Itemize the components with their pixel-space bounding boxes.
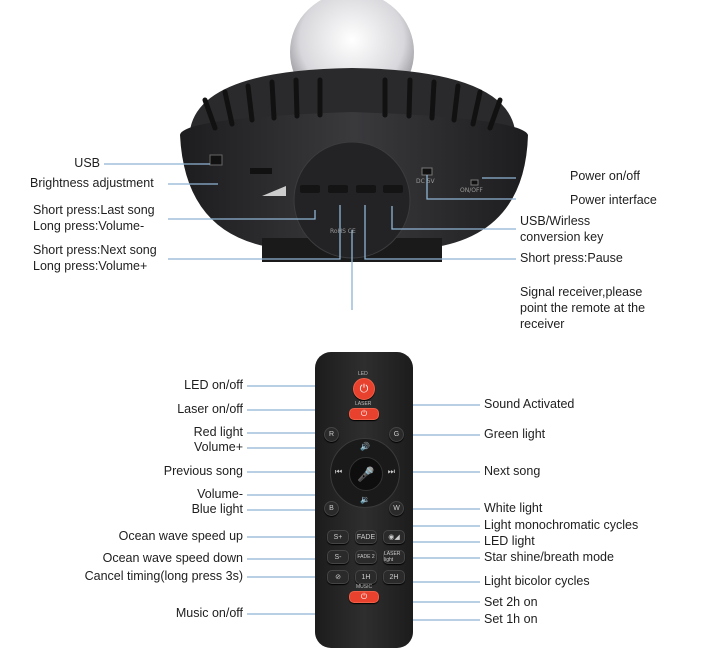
volume-down-button[interactable]: 🔉 [360, 495, 370, 504]
led-light-button[interactable]: ◉◢ [383, 530, 405, 544]
label-signal-2: point the remote at the [520, 301, 646, 315]
previous-button[interactable]: ⏮ [335, 467, 343, 476]
laser-light-button[interactable]: LASER light [383, 550, 405, 564]
blue-button[interactable]: B [324, 501, 339, 516]
label-usb: USB [74, 156, 100, 170]
label-sound-activated: Sound Activated [484, 397, 575, 411]
power-switch-label: ON/OFF [460, 187, 483, 194]
white-button[interactable]: W [389, 501, 404, 516]
label-led-light: LED light [484, 534, 535, 548]
fade2-button[interactable]: FADE 2 [355, 550, 377, 564]
2h-button[interactable]: 2H [383, 570, 405, 584]
label-red-light: Red light [193, 425, 243, 439]
label-bicolor: Light bicolor cycles [484, 574, 590, 588]
label-usb-wireless: USB/Wirless [520, 214, 591, 228]
speed-up-button[interactable]: S+ [327, 530, 349, 544]
fade-button[interactable]: FADE [355, 530, 377, 544]
label-power-interface: Power interface [570, 193, 657, 207]
green-button[interactable]: G [389, 427, 404, 442]
label-signal-3: receiver [520, 317, 565, 331]
volume-up-button[interactable]: 🔊 [360, 442, 370, 451]
led-power-button[interactable]: ⏻ [353, 378, 375, 400]
label-speed-down: Ocean wave speed down [102, 551, 243, 565]
label-white-light: White light [484, 501, 543, 515]
microphone-icon: 🎤 [357, 465, 375, 482]
label-monochromatic: Light monochromatic cycles [484, 518, 639, 532]
led-text: LED [358, 371, 368, 377]
label-volume-plus: Long press:Volume+ [33, 259, 148, 273]
red-button[interactable]: R [324, 427, 339, 442]
label-led-onoff: LED on/off [184, 378, 243, 392]
usb-port [209, 154, 223, 166]
label-pause: Short press:Pause [520, 251, 623, 265]
label-signal-1: Signal receiver,please [520, 285, 643, 299]
label-volume-minus-remote: Volume- [197, 487, 243, 501]
label-previous-song: Previous song [163, 464, 243, 478]
label-green-light: Green light [484, 427, 546, 441]
label-speed-up: Ocean wave speed up [118, 529, 243, 543]
dc-label: DC 5V [416, 178, 435, 185]
label-conversion-key: conversion key [520, 230, 604, 244]
label-next-song: Short press:Next song [33, 243, 157, 257]
label-volume-minus: Long press:Volume- [33, 219, 145, 233]
next-button[interactable]: ⏭ [387, 467, 395, 476]
laser-text: LASER [355, 401, 372, 407]
music-text: MUSIC [356, 584, 373, 590]
laser-button[interactable]: ⏻ [349, 408, 379, 420]
cert-label: RoHS CE [330, 228, 356, 235]
remote-control: LED ⏻ LASER ⏻ R G 🔊 ⏮ ⏭ 🔉 🎤 B W S+ FADE … [315, 352, 413, 648]
label-music-onoff: Music on/off [175, 606, 243, 620]
label-laser-onoff: Laser on/off [177, 402, 243, 416]
music-button[interactable]: ⏻ [349, 591, 379, 603]
brightness-knob [250, 168, 272, 174]
label-cancel-timing: Cancel timing(long press 3s) [84, 569, 243, 583]
label-brightness: Brightness adjustment [30, 176, 154, 190]
1h-button[interactable]: 1H [355, 570, 377, 584]
speed-down-button[interactable]: S- [327, 550, 349, 564]
label-power-onoff: Power on/off [570, 169, 640, 183]
label-set-2h: Set 2h on [484, 595, 538, 609]
sound-activated-button[interactable]: 🎤 [349, 457, 383, 491]
label-last-song: Short press:Last song [33, 203, 155, 217]
label-next-song-remote: Next song [484, 464, 541, 478]
label-set-1h: Set 1h on [484, 612, 538, 626]
cancel-timer-button[interactable]: ⊘ [327, 570, 349, 584]
label-blue-light: Blue light [191, 502, 243, 516]
dpad: 🔊 ⏮ ⏭ 🔉 🎤 [330, 438, 400, 508]
label-star-shine: Star shine/breath mode [484, 550, 614, 564]
label-volume-plus-remote: Volume+ [194, 440, 243, 454]
